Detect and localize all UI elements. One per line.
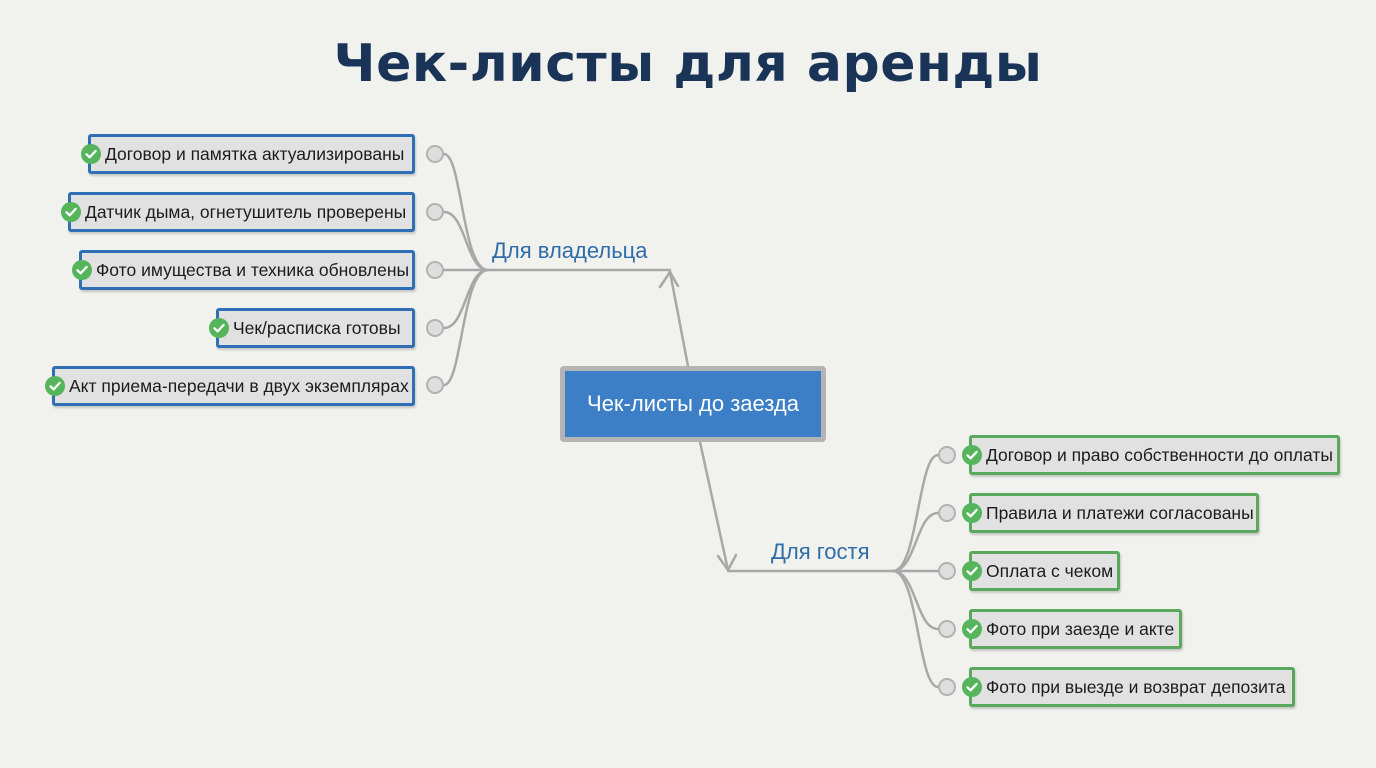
owner-branch-label: Для владельца <box>492 238 648 263</box>
connector-dot-icon <box>938 562 956 580</box>
guest-item-label: Договор и право собственности до оплаты <box>986 444 1333 465</box>
check-circle-icon <box>81 144 101 164</box>
owner-item-handover-act[interactable]: Акт приема-передачи в двух экземплярах <box>45 366 415 406</box>
check-circle-icon <box>72 260 92 280</box>
connector-dot-icon <box>426 376 444 394</box>
guest-item-checkin-photos[interactable]: Фото при заезде и акте <box>962 609 1182 649</box>
guest-item-contract-ownership[interactable]: Договор и право собственности до оплаты <box>962 435 1340 475</box>
check-circle-icon <box>962 445 982 465</box>
check-circle-icon <box>61 202 81 222</box>
owner-item-label: Фото имущества и техника обновлены <box>96 259 410 280</box>
connector-dot-icon <box>426 319 444 337</box>
owner-item-smoke-detector[interactable]: Датчик дыма, огнетушитель проверены <box>61 192 415 232</box>
guest-item-label: Фото при выезде и возврат депозита <box>986 676 1286 697</box>
guest-item-rules-payments[interactable]: Правила и платежи согласованы <box>962 493 1259 533</box>
connector-dot-icon <box>938 678 956 696</box>
owner-curve-2 <box>442 210 490 272</box>
guest-branch-label: Для гостя <box>771 539 870 564</box>
guest-item-label: Правила и платежи согласованы <box>986 502 1254 523</box>
connector-dot-icon <box>938 620 956 638</box>
owner-curve-4 <box>442 268 490 330</box>
owner-item-label: Договор и памятка актуализированы <box>105 143 405 164</box>
owner-curve-5 <box>442 268 490 387</box>
owner-curve-1 <box>442 152 490 272</box>
guest-item-label: Оплата с чеком <box>986 560 1114 581</box>
guest-item-payment-receipt[interactable]: Оплата с чеком <box>962 551 1120 591</box>
root-node[interactable]: Чек-листы до заезда <box>560 366 826 442</box>
owner-item-receipt[interactable]: Чек/расписка готовы <box>209 308 415 348</box>
connector-dot-icon <box>426 203 444 221</box>
guest-item-checkout-deposit[interactable]: Фото при выезде и возврат депозита <box>962 667 1295 707</box>
root-node-label: Чек-листы до заезда <box>587 391 799 416</box>
owner-arrowhead <box>658 270 680 289</box>
check-circle-icon <box>962 503 982 523</box>
guest-curve-5 <box>891 569 940 689</box>
owner-item-photos[interactable]: Фото имущества и техника обновлены <box>72 250 415 290</box>
root-to-guest-link <box>698 440 730 572</box>
check-circle-icon <box>962 561 982 581</box>
guest-curve-1 <box>891 453 940 573</box>
check-circle-icon <box>962 619 982 639</box>
page-title: Чек-листы для аренды <box>333 34 1043 94</box>
connector-dot-icon <box>938 446 956 464</box>
check-circle-icon <box>45 376 65 396</box>
connector-dot-icon <box>426 145 444 163</box>
guest-item-label: Фото при заезде и акте <box>986 618 1175 639</box>
owner-item-label: Датчик дыма, огнетушитель проверены <box>85 201 407 222</box>
connector-dot-icon <box>938 504 956 522</box>
check-circle-icon <box>209 318 229 338</box>
check-circle-icon <box>962 677 982 697</box>
guest-curve-2 <box>891 511 940 573</box>
owner-item-contract[interactable]: Договор и памятка актуализированы <box>81 134 415 174</box>
connector-dot-icon <box>426 261 444 279</box>
owner-item-label: Чек/расписка готовы <box>233 317 401 338</box>
owner-item-label: Акт приема-передачи в двух экземплярах <box>69 375 409 396</box>
root-to-owner-link <box>668 270 690 368</box>
